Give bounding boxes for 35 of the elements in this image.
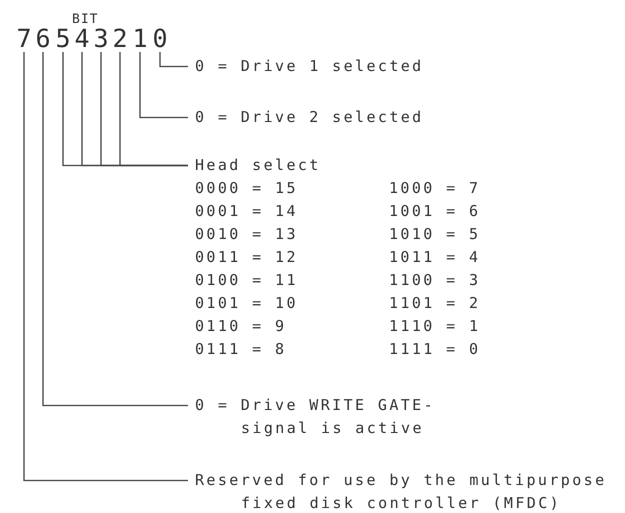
bit-number: 6 — [34, 26, 52, 52]
bit-number: 1 — [131, 26, 149, 52]
code-value: 1100 = 3 — [389, 270, 480, 291]
code-value: 1001 = 6 — [389, 201, 480, 222]
bit-number: 7 — [15, 26, 33, 52]
code-value: 1000 = 7 — [389, 178, 480, 199]
code-value: 0111 = 8 — [195, 339, 288, 360]
bit-number: 5 — [54, 26, 72, 52]
code-value: 0110 = 9 — [195, 316, 288, 337]
code-value: 1010 = 5 — [389, 224, 480, 245]
leader-line — [23, 52, 188, 482]
code-value: 1111 = 0 — [389, 339, 480, 360]
bit-number: 0 — [151, 26, 169, 52]
bit-description: Reserved for use by the multipurpose fixed disk controller (MFDC) — [188, 469, 625, 513]
field-heading: Head select — [195, 155, 322, 176]
code-value: 0100 = 11 — [195, 270, 299, 291]
bit-number: 4 — [73, 26, 91, 52]
axis-label: BIT — [72, 12, 98, 27]
code-value: 0010 = 13 — [195, 224, 299, 245]
leader-line — [139, 52, 188, 118]
bit-description: 0 = Drive 1 selected — [188, 55, 424, 78]
code-value: 1101 = 2 — [389, 293, 480, 314]
code-value: 0101 = 10 — [195, 293, 299, 314]
bit-description: 0 = Drive 2 selected — [188, 106, 424, 129]
code-value: 0001 = 14 — [195, 201, 299, 222]
code-value: 1110 = 1 — [389, 316, 480, 337]
bit-number: 3 — [92, 26, 110, 52]
leader-line — [159, 52, 188, 68]
leader-line — [62, 52, 188, 166]
leader-line — [42, 52, 188, 406]
bit-number: 2 — [111, 26, 129, 52]
bit-description: 0 = Drive WRITE GATE- signal is active — [188, 394, 499, 440]
code-value: 1011 = 4 — [389, 247, 480, 268]
code-value: 0011 = 12 — [195, 247, 299, 268]
code-value: 0000 = 15 — [195, 178, 299, 199]
